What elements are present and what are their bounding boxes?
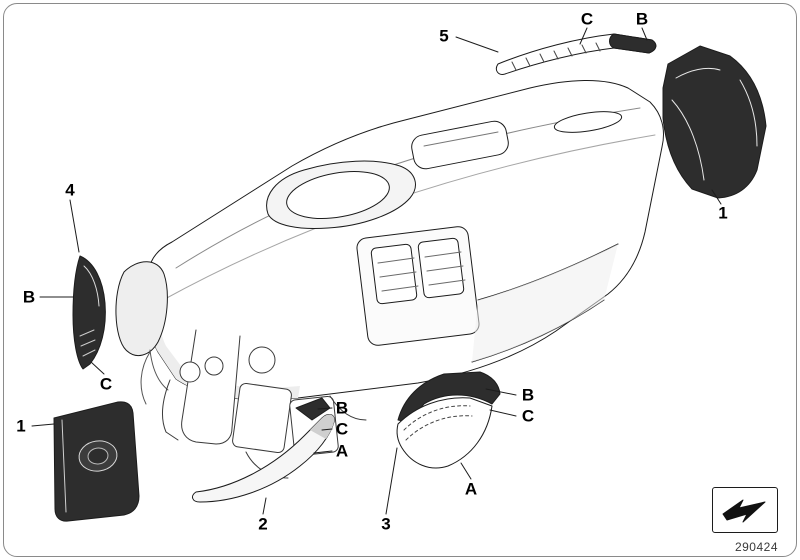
center-stack-frame [356,226,480,346]
top-grille-opening [411,120,509,170]
callout-b-center: B [335,398,349,418]
callout-b-top: B [635,9,649,29]
callout-2[interactable]: 2 [258,514,268,534]
part-4-left-pillar-trim [72,255,106,370]
callout-c-center: C [335,419,349,439]
callout-b-left: B [22,287,36,307]
diagram-number: 290424 [734,540,778,554]
glovebox-area [471,243,619,363]
callout-a-bottom: A [464,479,478,499]
callout-a-center: A [335,441,349,461]
callout-1-right[interactable]: 1 [718,203,728,223]
zigzag-icon [722,499,766,523]
callout-c-top: C [580,9,594,29]
callout-b-mid: B [521,385,535,405]
leader-lines [31,27,722,515]
part-1-right-side-panel [662,45,767,199]
callout-c-mid: C [521,406,535,426]
stitch-marks-pillar [79,329,96,357]
callout-3[interactable]: 3 [381,514,391,534]
callout-c-left: C [99,374,113,394]
part-1-left-side-panel [53,401,140,522]
part-3-knee-trim [396,371,501,469]
callout-4[interactable]: 4 [65,180,75,200]
callout-1-left[interactable]: 1 [16,416,26,436]
stitch-marks-top-strip [511,42,601,71]
nav-logo-box [712,487,778,533]
part-5-top-trim-strip [495,33,657,75]
part-5-dark-end [609,33,657,54]
vent-slats [377,251,466,292]
cluster-hood [266,160,416,229]
callout-5[interactable]: 5 [439,26,449,46]
cluster-opening [286,171,390,219]
defroster-slot [553,111,623,133]
dashboard-left-end-cap [115,261,169,391]
